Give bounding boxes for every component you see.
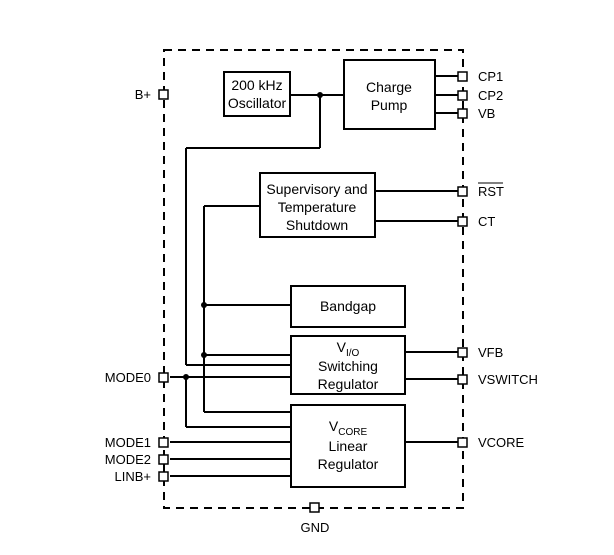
pin-vfb: [457, 347, 468, 358]
junction-dot: [317, 92, 323, 98]
label-vb: VB: [478, 106, 495, 121]
pin-ct: [457, 216, 468, 227]
vcore-main: V: [329, 418, 339, 434]
label-vcore: VCORE: [478, 435, 525, 450]
junction-dot: [201, 352, 207, 358]
pin-linbplus: [158, 471, 169, 482]
supervisory-line-3: Shutdown: [286, 217, 348, 233]
pins: [158, 71, 468, 513]
vio-subscript: I/O: [346, 348, 360, 359]
label-ct: CT: [478, 214, 495, 229]
supervisory-line-2: Temperature: [278, 199, 357, 215]
pin-mode1: [158, 437, 169, 448]
pin-mode0: [158, 372, 169, 383]
label-mode2: MODE2: [105, 452, 151, 467]
label-gnd: GND: [301, 520, 330, 535]
vcore-line-3: Regulator: [318, 456, 379, 472]
pin-vswitch: [457, 374, 468, 385]
junction-dot: [201, 302, 207, 308]
oscillator-line-1: 200 kHz: [231, 77, 282, 93]
pin-cp2: [457, 90, 468, 101]
pin-vcore: [457, 437, 468, 448]
pin-bplus: [158, 89, 169, 100]
label-rst: RST: [478, 184, 504, 199]
pin-labels: B+ CP1 CP2 VB RST CT VFB VSWITCH VCORE M…: [105, 69, 538, 535]
vio-title: VI/O: [337, 339, 360, 359]
label-vfb: VFB: [478, 345, 503, 360]
charge-pump-line-1: Charge: [366, 79, 412, 95]
vio-regulator-block: VI/O Switching Regulator: [290, 335, 406, 395]
vcore-subscript: CORE: [338, 427, 367, 438]
charge-pump-line-2: Pump: [371, 97, 408, 113]
pin-gnd: [309, 502, 320, 513]
oscillator-block: 200 kHz Oscillator: [223, 71, 291, 117]
vio-main: V: [337, 339, 347, 355]
label-vswitch: VSWITCH: [478, 372, 538, 387]
label-mode0: MODE0: [105, 370, 151, 385]
vcore-title: VCORE: [329, 418, 368, 438]
supervisory-line-1: Supervisory and: [266, 181, 367, 197]
pin-mode2: [158, 454, 169, 465]
wires: [170, 75, 458, 477]
label-bplus: B+: [135, 87, 151, 102]
pin-rst: [457, 186, 468, 197]
bandgap-block: Bandgap: [290, 285, 406, 328]
vcore-regulator-block: VCORE Linear Regulator: [290, 404, 406, 488]
supervisory-block: Supervisory and Temperature Shutdown: [259, 172, 376, 238]
pin-vb: [457, 108, 468, 119]
oscillator-line-2: Oscillator: [228, 95, 287, 111]
label-cp1: CP1: [478, 69, 503, 84]
label-linbplus: LINB+: [115, 469, 152, 484]
label-cp2: CP2: [478, 88, 503, 103]
bandgap-label: Bandgap: [320, 298, 376, 314]
junction-dot: [183, 374, 189, 380]
vcore-line-2: Linear: [329, 438, 368, 454]
vio-line-3: Regulator: [318, 376, 379, 392]
label-mode1: MODE1: [105, 435, 151, 450]
vio-line-2: Switching: [318, 358, 378, 374]
pin-cp1: [457, 71, 468, 82]
charge-pump-block: Charge Pump: [343, 59, 436, 130]
